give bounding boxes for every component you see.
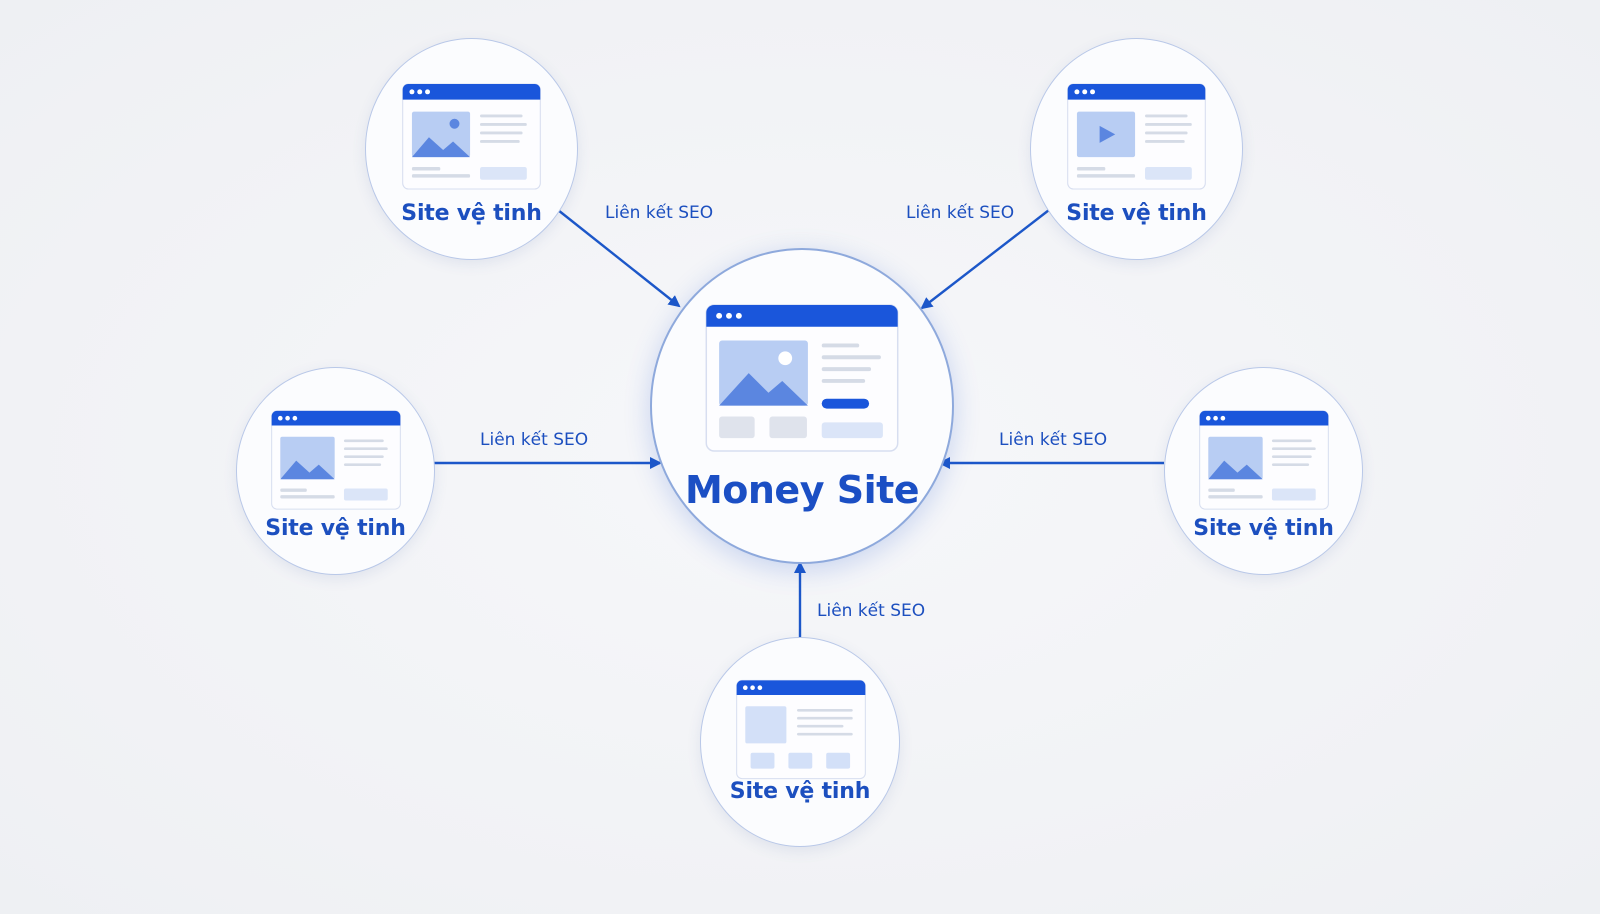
browser-window-blocks-icon (736, 679, 866, 780)
browser-window-image-icon (705, 304, 899, 452)
link-label-top-left: Liên kết SEO (605, 203, 714, 223)
satellite-node-left: Site vệ tinh (236, 367, 435, 575)
money-site-label: Money Site (684, 468, 920, 512)
browser-window-image-icon (402, 83, 541, 190)
satellite-node-top-right: Site vệ tinh (1030, 38, 1243, 260)
money-site-node: Money Site (650, 248, 954, 564)
satellite-node-right: Site vệ tinh (1164, 367, 1363, 575)
browser-window-image-icon (271, 410, 401, 510)
satellite-label: Site vệ tinh (265, 516, 406, 541)
link-label-left: Liên kết SEO (480, 430, 589, 450)
browser-window-image-icon (1199, 410, 1329, 510)
arrow-top-left (557, 209, 681, 308)
satellite-label: Site vệ tinh (1066, 201, 1207, 226)
satellite-label: Site vệ tinh (729, 779, 871, 804)
arrow-top-right (920, 209, 1050, 310)
satellite-label: Site vệ tinh (1193, 516, 1334, 541)
satellite-node-top-left: Site vệ tinh (365, 38, 578, 260)
satellite-label: Site vệ tinh (401, 201, 542, 226)
link-label-right: Liên kết SEO (999, 430, 1108, 450)
browser-window-video-icon (1067, 83, 1206, 190)
link-label-top-right: Liên kết SEO (906, 203, 1015, 223)
satellite-node-bottom: Site vệ tinh (700, 637, 900, 847)
link-label-bottom: Liên kết SEO (817, 601, 926, 621)
